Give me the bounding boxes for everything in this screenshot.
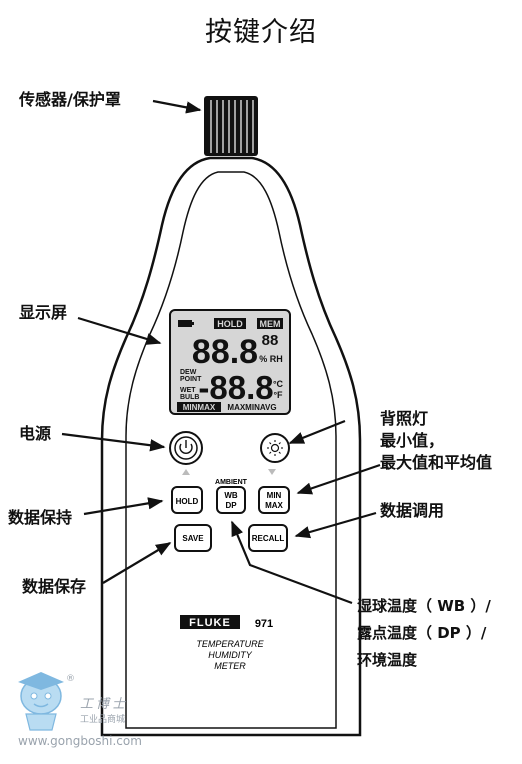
recall-button[interactable]: [248, 524, 288, 552]
brand-name: FLUKE: [189, 617, 231, 629]
label-recall: 数据调用: [380, 501, 445, 520]
min-max-button[interactable]: [258, 486, 290, 514]
lcd-mem-indicator: MEM: [260, 319, 281, 329]
label-hold: 数据保持: [8, 508, 73, 527]
hold-button[interactable]: [171, 486, 203, 514]
lcd-humidity-digits: 88.8: [192, 333, 258, 371]
device-desc-line1: TEMPERATURE: [196, 639, 264, 649]
arrow-hold: [83, 497, 164, 516]
label-power: 电源: [19, 424, 52, 443]
sun-icon: [267, 440, 283, 456]
sensor-cap: [204, 96, 258, 156]
wb-dp-button[interactable]: [216, 486, 246, 514]
label-sensor-cap: 传感器/保护罩: [19, 90, 121, 109]
arrow-recall: [294, 511, 377, 539]
min-label: MIN: [267, 491, 282, 500]
lcd-hold-indicator: HOLD: [217, 319, 243, 329]
fluke-logo: [180, 615, 240, 629]
save-button[interactable]: [174, 524, 212, 552]
lcd-maxminavg: MAXMINAVG: [227, 403, 276, 412]
dp-label: DP: [225, 501, 237, 510]
lcd-unit-f: °F: [273, 390, 283, 400]
recall-button-label: RECALL: [252, 534, 285, 543]
watermark-sub: 工业品商城: [80, 715, 126, 725]
label-wbdp-line2: 露点温度（ DP ）/: [357, 624, 487, 642]
lcd-mem-digits: 88: [262, 332, 279, 349]
mascot-logo: [18, 672, 64, 731]
hold-button-label: HOLD: [176, 497, 199, 506]
power-button[interactable]: [169, 431, 203, 465]
label-save: 数据保存: [22, 577, 87, 596]
lcd-minmax-box: MINMAX: [183, 403, 216, 412]
arrow-power: [61, 432, 166, 452]
registered-mark: ®: [66, 674, 75, 684]
arrow-backlight: [288, 419, 346, 445]
watermark-name: 工博士: [80, 697, 129, 712]
label-minmax-line1: 最小值，: [380, 431, 445, 450]
lcd-screen: [169, 309, 291, 415]
label-minmax-line2: 最大值和平均值: [380, 453, 493, 472]
arrow-wbdp: [230, 520, 353, 605]
lcd-wet-label: WET: [180, 387, 196, 394]
lcd-point-label: POINT: [180, 376, 202, 383]
arrow-minmax: [296, 463, 381, 495]
label-backlight: 背照灯: [380, 409, 429, 428]
lcd-bulb-label: BULB: [180, 394, 199, 401]
device-desc-line2: HUMIDITY: [208, 650, 252, 660]
arrow-sensor: [152, 99, 202, 114]
model-number: 971: [255, 618, 273, 630]
down-triangle-icon: [268, 469, 276, 475]
label-display: 显示屏: [19, 303, 68, 322]
backlight-button[interactable]: [260, 433, 290, 463]
lcd-rh-unit: % RH: [259, 354, 283, 364]
save-button-label: SAVE: [182, 534, 204, 543]
device-desc-line3: METER: [214, 661, 246, 671]
watermark-url: www.gongboshi.com: [18, 734, 142, 748]
lcd-unit-c: °C: [273, 379, 284, 389]
arrow-save: [102, 542, 172, 584]
max-label: MAX: [265, 501, 283, 510]
lcd-dew-label: DEW: [180, 369, 197, 376]
label-wbdp-line3: 环境温度: [357, 651, 418, 669]
wb-label: WB: [224, 491, 238, 500]
lcd-temperature-digits: -88.8: [198, 369, 273, 406]
page-title: 按键介绍: [205, 17, 317, 48]
battery-icon: [178, 320, 192, 327]
ambient-label: AMBIENT: [215, 479, 248, 486]
up-triangle-icon: [182, 469, 190, 475]
label-wbdp-line1: 湿球温度（ WB ）/: [357, 597, 491, 615]
arrow-display: [77, 316, 162, 345]
